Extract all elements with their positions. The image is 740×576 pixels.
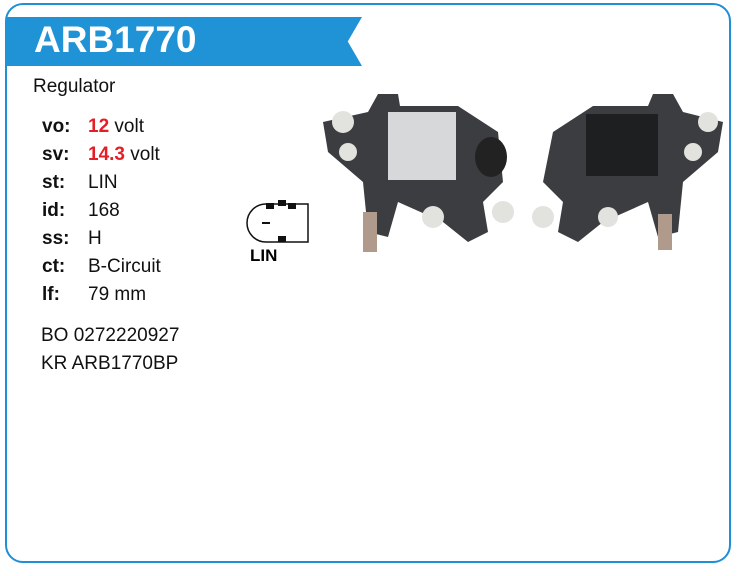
cross-references: BO 0272220927 KR ARB1770BP <box>41 322 179 378</box>
title-banner <box>6 17 362 66</box>
product-title: ARB1770 <box>34 19 197 60</box>
product-card <box>5 3 731 563</box>
connector-label: LIN <box>250 246 278 265</box>
cross-ref-kr: KR ARB1770BP <box>41 353 179 374</box>
spec-row-vo: vo:12 volt <box>42 116 144 137</box>
spec-row-st: st:LIN <box>42 172 118 193</box>
spec-row-id: id:168 <box>42 200 120 221</box>
spec-list: vo:12 volt sv:14.3 volt st:LIN id:168 ss… <box>42 116 161 312</box>
spec-row-lf: lf:79 mm <box>42 284 147 305</box>
spec-row-sv: sv:14.3 volt <box>42 144 160 165</box>
spec-row-ct: ct:B-Circuit <box>42 256 161 277</box>
cross-ref-bo: BO 0272220927 <box>41 325 180 346</box>
spec-row-ss: ss:H <box>42 228 102 249</box>
regulator-product-image <box>323 94 723 252</box>
product-type: Regulator <box>33 76 116 97</box>
lin-connector-icon <box>246 200 309 243</box>
